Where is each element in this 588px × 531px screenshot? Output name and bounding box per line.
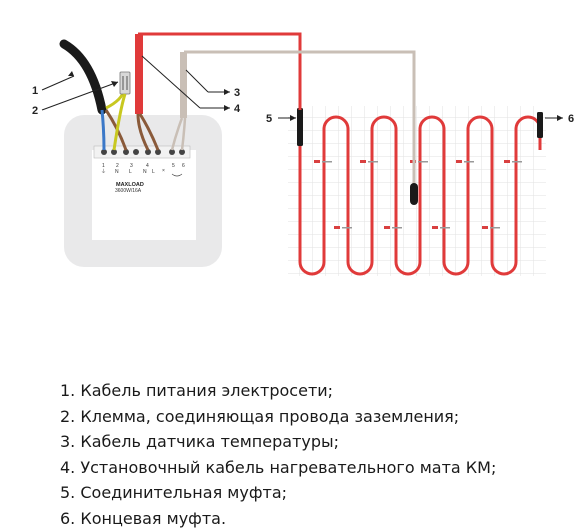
terminal-2-letter: N: [115, 169, 119, 175]
legend-item: 5. Соединительная муфта;: [60, 480, 496, 506]
thermostat-module: [92, 150, 196, 240]
callout-6-arrow-icon: [557, 115, 563, 121]
legend-item: 4. Установочный кабель нагревательного м…: [60, 455, 496, 481]
callout-6-label: 6: [568, 113, 574, 125]
legend-item: 2. Клемма, соединяющая провода заземлени…: [60, 404, 496, 430]
legend-item: 3. Кабель датчика температуры;: [60, 429, 496, 455]
sensor-cable-jacket: [180, 52, 187, 118]
terminal-6-number: 5: [172, 163, 175, 169]
end-sleeve: [537, 112, 543, 138]
wiring-diagram: 1 ⏚ 2 N 3 L 4 N L 5 6 × MAXLOAD 3600W/16…: [0, 0, 588, 340]
device-rating: 3600W/16A: [115, 188, 142, 194]
legend-item: 6. Концевая муфта.: [60, 506, 496, 531]
terminal-5-letter: L: [152, 169, 155, 175]
terminal-7-number: 6: [182, 163, 185, 169]
legend-item: 1. Кабель питания электросети;: [60, 378, 496, 404]
temperature-sensor: [410, 183, 418, 205]
installation-cable-jacket: [135, 34, 143, 114]
terminal-4-letter: N: [143, 169, 147, 175]
installation-cable: [138, 34, 300, 110]
callout-1-label: 1: [32, 85, 38, 97]
callout-1-arrow-icon: [68, 71, 74, 76]
callout-2-leader: [42, 82, 118, 110]
callout-2-label: 2: [32, 105, 38, 117]
callout-3-arrow-icon: [224, 89, 230, 95]
cross-mark-icon: ×: [162, 168, 165, 174]
terminal-block: [94, 146, 190, 158]
terminal-1-symbol: ⏚: [101, 168, 106, 175]
callout-4-label: 4: [234, 103, 241, 115]
callout-4-arrow-icon: [224, 105, 230, 111]
callout-3-leader: [186, 70, 208, 92]
ground-clamp: [120, 72, 130, 94]
connection-sleeve: [297, 108, 303, 146]
callout-4-leader: [142, 56, 200, 108]
legend-list: 1. Кабель питания электросети; 2. Клемма…: [60, 378, 496, 531]
callout-3-label: 3: [234, 87, 240, 99]
terminal-3-letter: L: [129, 169, 132, 175]
callout-1-leader: [42, 76, 74, 90]
callout-5-label: 5: [266, 113, 272, 125]
